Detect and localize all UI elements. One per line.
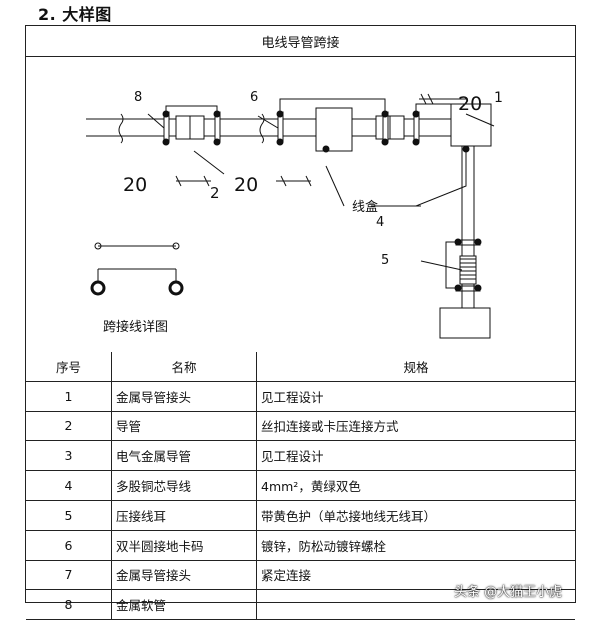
row-spec: 见工程设计 [256,380,575,412]
row-no: 4 [26,470,112,501]
row-no: 3 [26,440,112,472]
row-no: 6 [26,529,112,561]
detail-caption: 跨接线详图 [103,320,169,335]
callout-label-2: 2 [210,184,220,202]
row-spec: 带黄色护（单芯接地线无线耳） [256,499,575,531]
row-spec: 4mm²，黄绿双色 [256,470,575,501]
row-no: 5 [26,499,112,531]
row-name: 导管 [111,410,257,442]
row-no: 1 [26,380,112,412]
page-heading: 2. 大样图 [38,5,112,24]
dimension-marks [175,93,466,187]
dimension-label-2: 20 [234,174,258,196]
row-spec: 丝扣连接或卡压连接方式 [256,410,575,442]
callout-label-8: 5 [381,253,389,268]
header-spec: 规格 [256,352,575,382]
dimension-label-1: 20 [123,174,147,196]
section-title: 电线导管跨接 [26,26,575,57]
row-no: 7 [26,559,112,591]
watermark: 头条 @大猫王小虎 [454,585,563,600]
dimension-label-3: 20 [458,93,482,115]
row-spec: 紧定连接 [256,559,575,591]
row-name: 金属软管 [111,589,257,620]
drawing-frame: 电线导管跨接 [25,25,576,620]
junction-box-3 [439,307,491,339]
row-no: 8 [26,589,112,620]
row-name: 金属导管接头 [111,559,257,591]
callout-label-5: 6 [250,90,258,105]
vertical-conduit [459,146,477,308]
header-no: 序号 [26,352,112,382]
row-name: 压接线耳 [111,499,257,531]
conduit-jumper-drawing: 8 6 1 2 4 5 线盒 20 20 20 [86,90,503,339]
callout-leaders [147,113,495,271]
row-no: 2 [26,410,112,442]
table-header-row: 序号 名称 规格 [26,352,575,382]
callout-label-6: 8 [134,90,142,105]
box-label: 线盒 [352,199,378,215]
junction-box-1 [315,107,353,152]
row-spec: 见工程设计 [256,440,575,472]
row-name: 多股铜芯导线 [111,470,257,501]
detail-symbols [90,242,184,296]
row-name: 电气金属导管 [111,440,257,472]
row-name: 金属导管接头 [111,380,257,412]
row-spec: 镀锌，防松动镀锌螺栓 [256,529,575,561]
callout-label-4: 4 [376,215,384,230]
row-name: 双半圆接地卡码 [111,529,257,561]
header-name: 名称 [111,352,257,382]
callout-label-1: 1 [494,90,503,106]
